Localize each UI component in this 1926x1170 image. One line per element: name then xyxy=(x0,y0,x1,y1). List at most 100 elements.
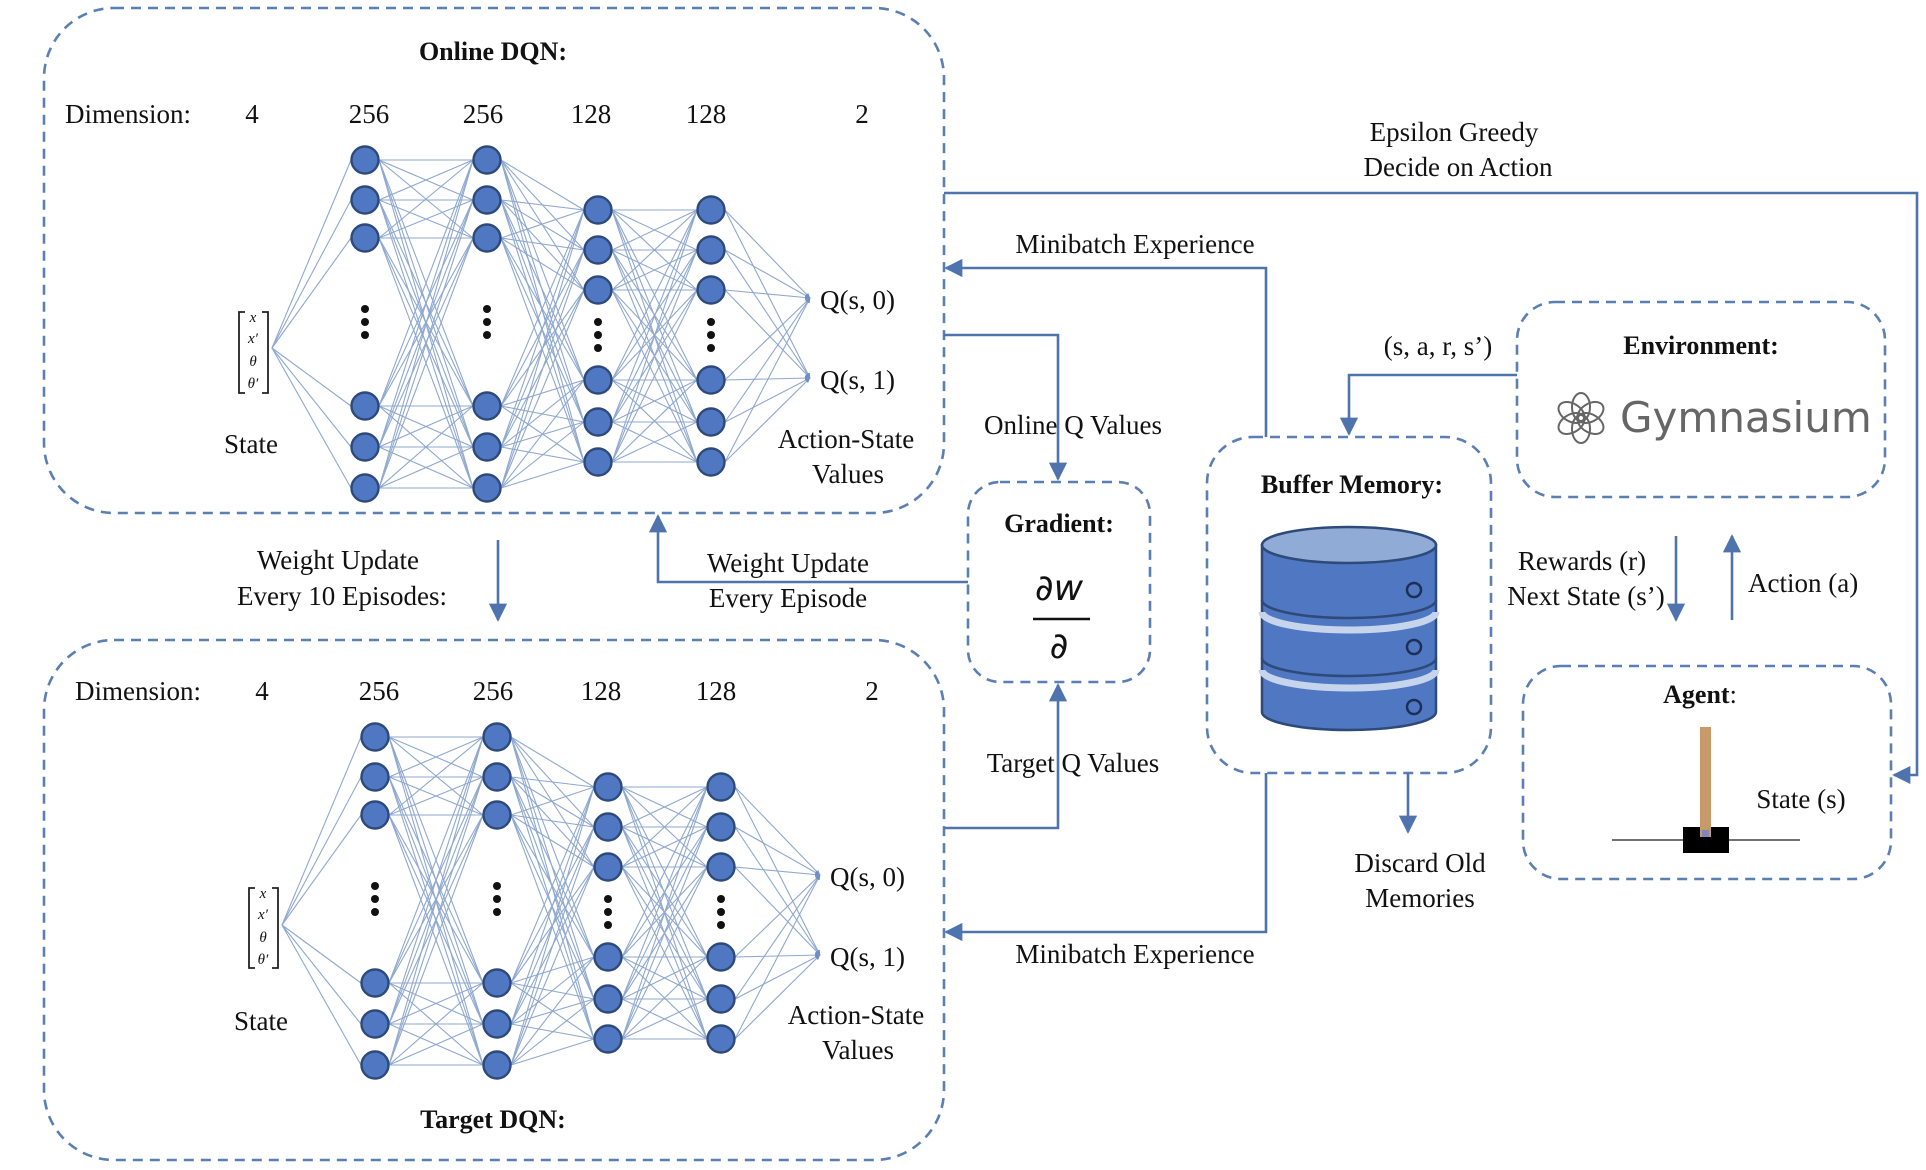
target-node xyxy=(360,968,390,998)
online-node xyxy=(696,447,726,477)
online-node xyxy=(583,275,613,305)
target-dim-hidden-3: 128 xyxy=(581,676,622,706)
online-ellipsis-dot xyxy=(483,331,491,339)
target-node xyxy=(482,1009,512,1039)
online-output-edge xyxy=(724,289,811,300)
target-state-vector: x x′ θ θ′ xyxy=(248,886,279,969)
target-ellipsis-dot xyxy=(717,921,725,929)
target-q-values-arrow xyxy=(944,683,1068,830)
target-values-label-1: Action-State xyxy=(788,1000,924,1030)
target-node xyxy=(482,1050,512,1080)
discard-label-2: Memories xyxy=(1365,883,1474,913)
online-state-x: x xyxy=(249,310,257,326)
target-network xyxy=(281,722,821,1080)
target-state-thetadot: θ′ xyxy=(258,952,269,968)
target-edge xyxy=(510,786,595,984)
online-node xyxy=(472,391,502,421)
target-edge xyxy=(510,1038,595,1066)
target-node xyxy=(593,852,623,882)
online-ellipsis-dot xyxy=(361,318,369,326)
target-edge xyxy=(388,982,484,1066)
online-edge xyxy=(611,379,698,463)
target-edge xyxy=(510,826,595,1066)
online-edge xyxy=(500,209,585,407)
online-edge xyxy=(378,159,474,489)
rewards-label: Rewards (r) xyxy=(1518,546,1646,576)
online-dimension-label: Dimension: xyxy=(65,99,191,129)
online-output-edge xyxy=(724,377,811,463)
online-edge xyxy=(378,405,474,489)
online-node xyxy=(472,185,502,215)
weight-update-10-label-2: Every 10 Episodes: xyxy=(237,581,447,611)
target-edge xyxy=(510,736,595,788)
target-edge xyxy=(388,736,484,1066)
target-output-edge xyxy=(734,826,821,876)
online-edge xyxy=(611,249,698,291)
target-dim-input: 4 xyxy=(255,676,269,706)
epsilon-greedy-label-2: Decide on Action xyxy=(1364,152,1553,182)
online-output-edge xyxy=(724,297,811,423)
target-dim-output: 2 xyxy=(865,676,879,706)
online-node xyxy=(696,235,726,265)
target-edge xyxy=(510,776,595,788)
online-values-label-2: Values xyxy=(812,459,884,489)
epsilon-greedy-arrow xyxy=(944,191,1919,785)
online-connections xyxy=(271,159,811,489)
online-q-values-arrow xyxy=(944,333,1068,481)
target-node xyxy=(593,812,623,842)
target-edge xyxy=(510,786,595,1066)
online-edge xyxy=(500,209,585,448)
target-state-label: State xyxy=(234,1006,288,1036)
target-node xyxy=(482,762,512,792)
target-node xyxy=(706,1024,736,1054)
target-edge xyxy=(281,736,362,926)
target-edge xyxy=(510,814,595,868)
online-node xyxy=(583,235,613,265)
target-ellipsis-dot xyxy=(717,895,725,903)
target-edge xyxy=(621,998,708,1040)
target-node xyxy=(482,800,512,830)
online-dim-hidden-4: 128 xyxy=(686,99,727,129)
online-state-theta: θ xyxy=(249,354,257,370)
target-edge xyxy=(281,776,362,926)
online-output-edge xyxy=(724,249,811,299)
online-state-label: State xyxy=(224,429,278,459)
target-edge xyxy=(388,1023,484,1066)
gradient-title: Gradient: xyxy=(1004,509,1114,538)
target-edge xyxy=(621,786,708,828)
online-state-thetadot: θ′ xyxy=(248,376,259,392)
online-edge xyxy=(500,199,585,381)
target-ellipsis-dot xyxy=(493,895,501,903)
online-edge xyxy=(611,421,698,463)
online-ellipsis-dot xyxy=(707,331,715,339)
online-edge xyxy=(500,461,585,489)
online-node xyxy=(350,391,380,421)
agent-state-label: State (s) xyxy=(1756,784,1845,814)
target-dim-hidden-4: 128 xyxy=(696,676,737,706)
weight-update-10-label-1: Weight Update xyxy=(257,545,419,575)
target-node xyxy=(593,772,623,802)
online-edge xyxy=(500,379,585,407)
target-dqn-box xyxy=(42,638,946,1162)
online-edge xyxy=(271,237,352,349)
online-output-edge xyxy=(724,297,811,381)
online-dim-hidden-3: 128 xyxy=(571,99,612,129)
online-dqn-title: Online DQN: xyxy=(419,37,567,66)
online-edge xyxy=(500,249,585,489)
online-node xyxy=(350,145,380,175)
target-output-edge xyxy=(734,866,821,956)
online-ellipsis-dot xyxy=(361,331,369,339)
transition-arrow xyxy=(1339,373,1517,436)
online-edge xyxy=(271,347,352,407)
target-edge xyxy=(621,786,708,1000)
online-edge xyxy=(378,159,474,407)
online-edge xyxy=(500,289,585,489)
online-edge xyxy=(611,209,698,423)
online-edge xyxy=(611,379,698,423)
gymnasium-logo-icon xyxy=(1557,392,1605,444)
online-node xyxy=(696,407,726,437)
target-edge xyxy=(281,924,362,984)
target-edge xyxy=(510,786,595,1025)
online-state-vector: x x′ θ θ′ xyxy=(238,310,269,394)
